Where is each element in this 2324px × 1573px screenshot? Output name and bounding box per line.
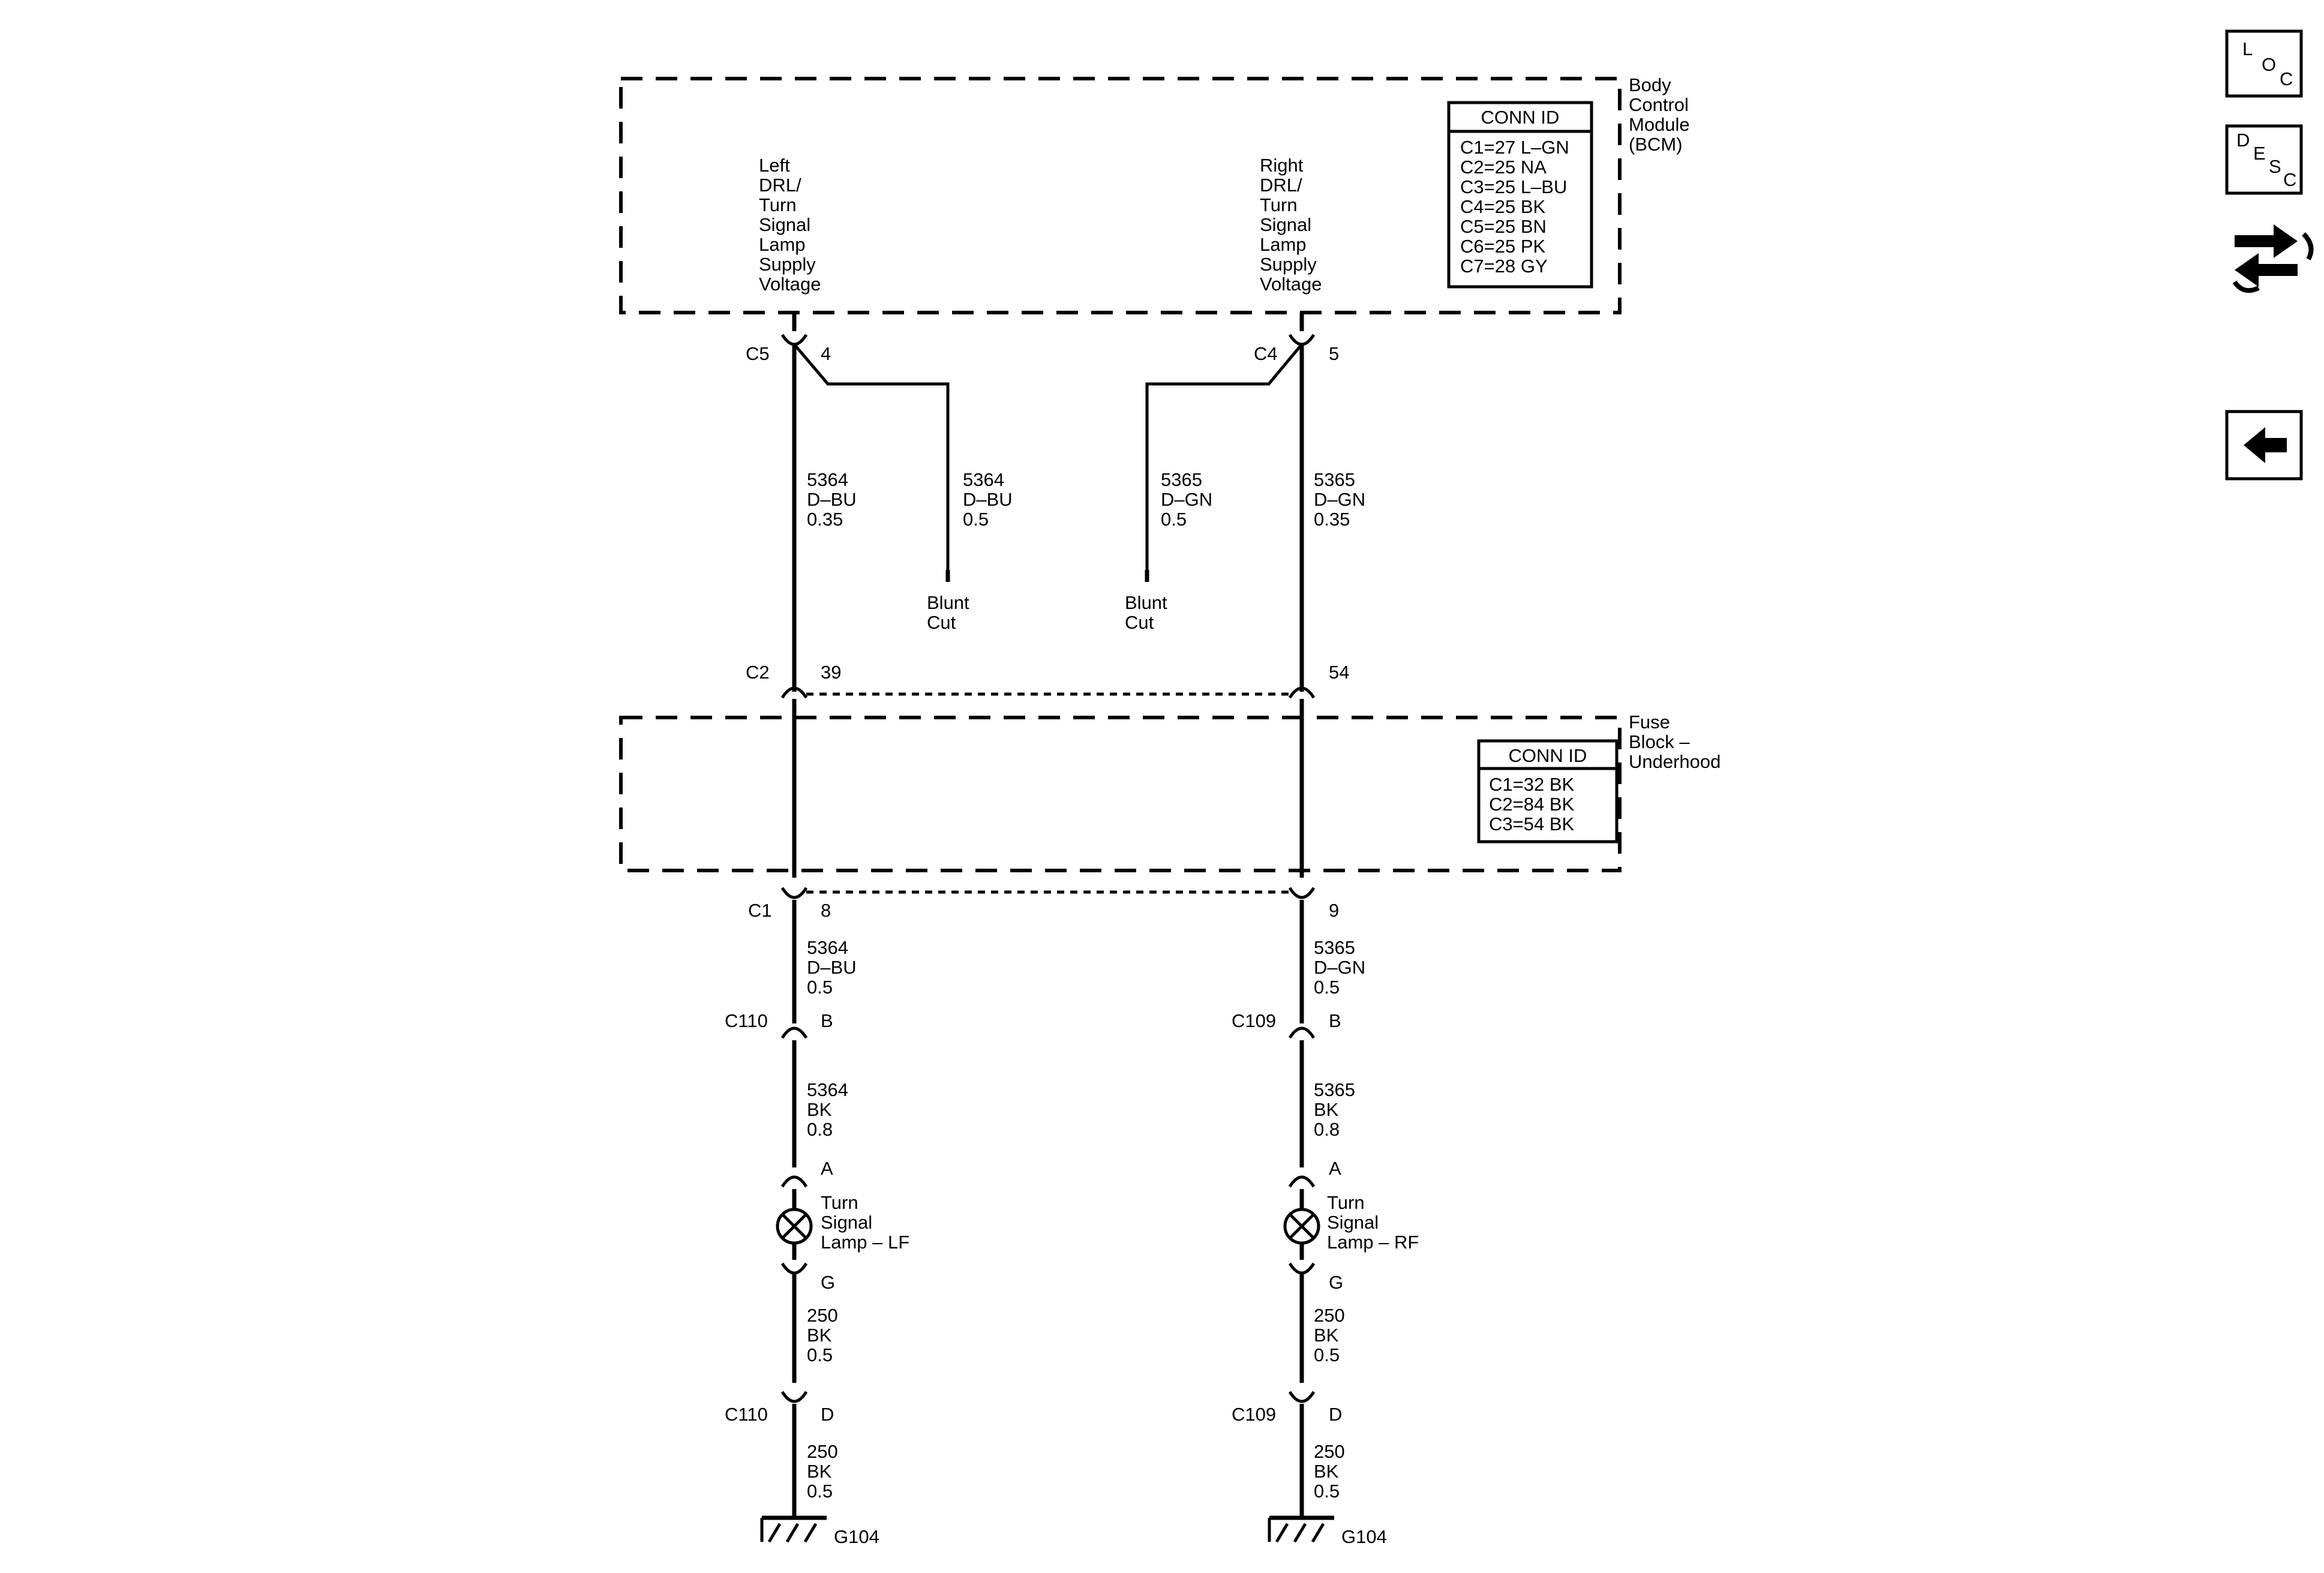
left-bcm-pin: 4: [821, 343, 831, 364]
svg-text:C: C: [2280, 68, 2293, 89]
left-branch-wire: [793, 343, 950, 579]
loc-icon: L O C: [2242, 38, 2293, 89]
desc-button[interactable]: D E S C: [2225, 124, 2303, 195]
right-inline-connector: C109: [1232, 1010, 1276, 1031]
right-bcm-pin: 5: [1329, 343, 1339, 364]
right-branch-wire: [1145, 343, 1303, 579]
left-ground-label: G104: [834, 1526, 879, 1547]
svg-text:D: D: [2236, 130, 2250, 151]
right-inline-connector-symbol: [1288, 1026, 1316, 1039]
bcm-conn-id-title: CONN ID: [1481, 107, 1560, 128]
left-inline-connector-symbol: [780, 1026, 808, 1039]
loc-button[interactable]: L O C: [2225, 29, 2303, 98]
right-ground-icon: [1268, 1515, 1334, 1543]
right-wire-6-label: 250 BK 0.5: [1314, 1441, 1350, 1502]
fuse-block-outline: [619, 716, 1622, 872]
fuse-conn-id-rows: C1=32 BK C2=84 BK C3=54 BK: [1489, 774, 1580, 834]
left-branch-wire-label: 5364 D–BU 0.5: [963, 469, 1017, 530]
left-ground-connector: C110: [725, 1404, 768, 1425]
right-fb-in-pin: 54: [1329, 662, 1349, 683]
left-lamp-pin-a: A: [821, 1158, 833, 1179]
left-wire-4-label: 5364 BK 0.8: [807, 1079, 854, 1140]
bcm-conn-id-rows: C1=27 L–GN C2=25 NA C3=25 L–BU C4=25 BK …: [1460, 137, 1574, 277]
right-wire-4-label: 5365 BK 0.8: [1314, 1079, 1361, 1140]
svg-text:C: C: [2283, 169, 2296, 190]
svg-text:E: E: [2253, 143, 2266, 164]
left-inline-pin: B: [821, 1010, 833, 1031]
fuse-conn-id-table: CONN ID C1=32 BK C2=84 BK C3=54 BK: [1477, 739, 1619, 843]
right-branch-wire-label: 5365 D–GN 0.5: [1161, 469, 1218, 530]
right-lamp-label: Turn Signal Lamp – RF: [1327, 1192, 1419, 1253]
left-bcm-connector-symbol: [780, 334, 808, 346]
left-wire-3-label: 5364 D–BU 0.5: [807, 937, 861, 998]
left-bcm-connector: C5: [746, 343, 770, 364]
right-fb-out-connector-symbol: [1288, 887, 1316, 899]
right-fb-in-connector-symbol: [1288, 686, 1316, 699]
left-inline-connector: C110: [725, 1010, 768, 1031]
left-circuit: Left DRL/ Turn Signal Lamp Supply Voltag…: [725, 155, 1017, 1547]
right-ground-label: G104: [1341, 1526, 1387, 1547]
right-ground-connector: C109: [1232, 1404, 1276, 1425]
left-main-wire-label: 5364 D–BU 0.35: [807, 469, 861, 530]
left-blunt-cut-label: Blunt Cut: [927, 592, 974, 633]
left-lamp-pin-g: G: [821, 1272, 835, 1293]
left-fb-in-pin: 39: [821, 662, 841, 683]
right-bcm-connector: C4: [1254, 343, 1278, 364]
left-fb-out-pin: 8: [821, 900, 831, 921]
fuse-conn-id-title: CONN ID: [1509, 745, 1587, 766]
right-lamp-icon: [1283, 1208, 1320, 1245]
right-fb-out-pin: 9: [1329, 900, 1339, 921]
fuse-block-label: Fuse Block – Underhood: [1629, 712, 1721, 772]
right-bcm-connector-symbol: [1288, 334, 1316, 346]
connector-end-view-icon: [2232, 224, 2314, 293]
bcm-conn-id-table: CONN ID C1=27 L–GN C2=25 NA C3=25 L–BU C…: [1447, 101, 1593, 289]
desc-icon: D E S C: [2236, 130, 2296, 190]
right-wire-5-label: 250 BK 0.5: [1314, 1305, 1350, 1365]
back-arrow-icon: [2244, 427, 2287, 463]
left-fb-out-connector-symbol: [780, 887, 808, 899]
left-fb-in-connector: C2: [746, 662, 770, 683]
right-blunt-cut-label: Blunt Cut: [1125, 592, 1172, 633]
right-bcm-terminal-label: Right DRL/ Turn Signal Lamp Supply Volta…: [1260, 155, 1322, 295]
bcm-module-label: Body Control Module (BCM): [1629, 74, 1695, 155]
left-wire-6-label: 250 BK 0.5: [807, 1441, 843, 1502]
connector-end-view-button[interactable]: [2232, 224, 2314, 293]
right-inline-pin: B: [1329, 1010, 1341, 1031]
right-lamp-pin-a: A: [1329, 1158, 1341, 1179]
left-fb-out-connector: C1: [748, 900, 772, 921]
svg-text:S: S: [2269, 156, 2281, 177]
svg-text:O: O: [2262, 54, 2276, 75]
back-button[interactable]: [2225, 410, 2303, 481]
left-ground-icon: [760, 1515, 827, 1543]
right-ground-pin: D: [1329, 1404, 1342, 1425]
right-main-wire-label: 5365 D–GN 0.35: [1314, 469, 1371, 530]
left-ground-pin: D: [821, 1404, 834, 1425]
left-lamp-icon: [776, 1208, 813, 1245]
right-wire-3-label: 5365 D–GN 0.5: [1314, 937, 1371, 998]
left-lamp-label: Turn Signal Lamp – LF: [821, 1192, 909, 1253]
left-fb-in-connector-symbol: [780, 686, 808, 699]
bcm-module-outline: [619, 77, 1622, 314]
right-circuit: Right DRL/ Turn Signal Lamp Supply Volta…: [1125, 155, 1419, 1547]
left-bcm-terminal-label: Left DRL/ Turn Signal Lamp Supply Voltag…: [759, 155, 821, 295]
right-lamp-pin-g: G: [1329, 1272, 1343, 1293]
svg-text:L: L: [2242, 38, 2253, 59]
left-wire-5-label: 250 BK 0.5: [807, 1305, 843, 1365]
